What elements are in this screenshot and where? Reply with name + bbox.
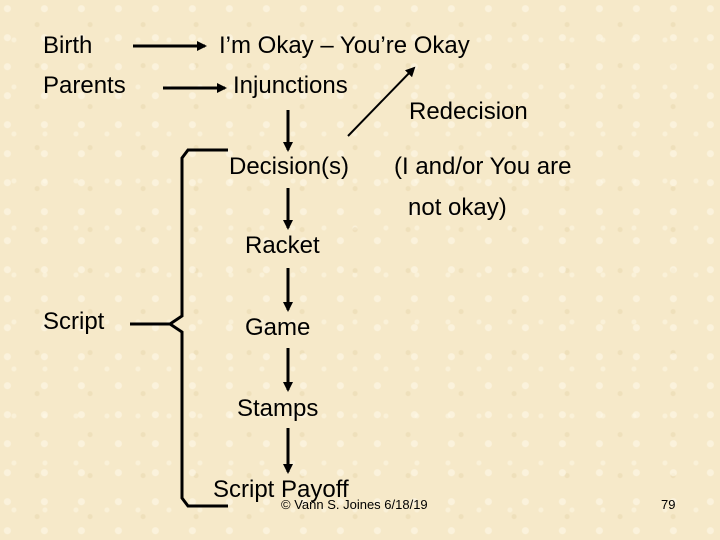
- label-script: Script: [43, 308, 105, 335]
- label-decision-note-2: not okay): [408, 194, 507, 221]
- label-decisions: Decision(s): [229, 153, 350, 180]
- label-stamps: Stamps: [237, 395, 319, 422]
- arrow-redecision: [347, 66, 416, 137]
- label-script-payoff: Script Payoff: [213, 476, 349, 503]
- script-bracket: [167, 148, 228, 508]
- label-decision-note-1: (I and/or You are: [394, 153, 572, 180]
- label-injunctions: Injunctions: [233, 72, 348, 99]
- label-game: Game: [245, 314, 311, 341]
- footer-page-number: 79: [661, 497, 676, 512]
- label-racket: Racket: [245, 232, 320, 259]
- label-redecision: Redecision: [409, 98, 528, 125]
- footer-copyright: © Vann S. Joines 6/18/19: [281, 497, 428, 512]
- label-birth: Birth: [43, 32, 93, 59]
- label-parents: Parents: [43, 72, 126, 99]
- label-okay: I’m Okay – You’re Okay: [219, 32, 470, 59]
